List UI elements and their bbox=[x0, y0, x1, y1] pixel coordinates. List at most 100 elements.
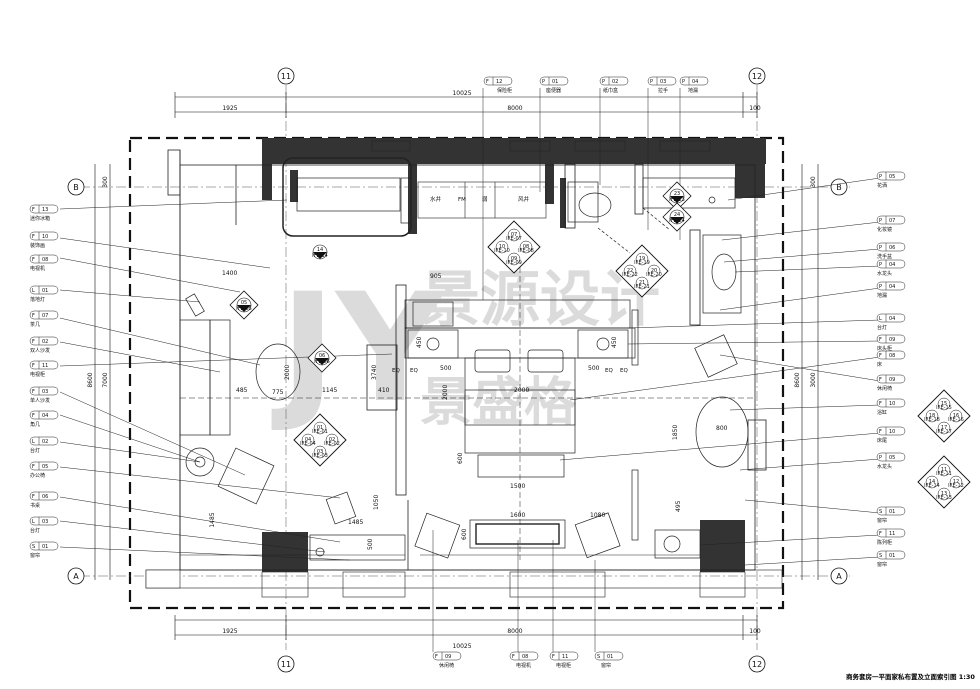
index-group: 11 IFE-11 14 IFE-14 12 IFE-12 13 IFE-13 bbox=[917, 455, 971, 509]
svg-text:IFE-05: IFE-05 bbox=[236, 306, 252, 312]
svg-text:IFE-22: IFE-22 bbox=[622, 272, 638, 278]
top-tag: P 03 拉手 bbox=[647, 76, 677, 94]
dim-right-a: 3000 bbox=[810, 372, 817, 387]
right-tag: F 08 床 bbox=[876, 350, 906, 368]
top-label-text: 地漏 bbox=[688, 87, 698, 94]
svg-text:IFE-14: IFE-14 bbox=[924, 483, 940, 489]
svg-text:08: 08 bbox=[523, 244, 529, 250]
top-tag: P 04 地漏 bbox=[679, 76, 709, 94]
svg-text:IFE-01: IFE-01 bbox=[312, 429, 328, 435]
svg-text:20: 20 bbox=[651, 268, 657, 274]
svg-text:P: P bbox=[650, 79, 653, 85]
index-group: 19 IFE-19 22 IFE-22 20 IFE-20 21 IFE-21 bbox=[615, 244, 669, 298]
index-groups: 07 IFE-07 10 IFE-10 08 IFE-08 09 IFE-09 … bbox=[293, 220, 971, 509]
svg-text:13: 13 bbox=[941, 491, 947, 497]
svg-text:P: P bbox=[879, 262, 882, 268]
bottom-tag: F 09 休闲椅 bbox=[432, 651, 462, 669]
index-marker: 05 IFE-05 bbox=[229, 290, 259, 320]
dim-1600: 1600 bbox=[510, 512, 525, 519]
svg-text:14: 14 bbox=[317, 247, 323, 253]
bottom-leaders bbox=[432, 530, 596, 652]
right-area bbox=[631, 309, 749, 559]
right-label-text: 窗帘 bbox=[877, 561, 887, 568]
svg-text:15: 15 bbox=[941, 401, 947, 407]
right-label-text: 花洒 bbox=[877, 182, 887, 189]
svg-text:F: F bbox=[879, 377, 882, 383]
dim-top-mid: 8000 bbox=[507, 105, 522, 112]
svg-text:11: 11 bbox=[889, 531, 895, 537]
dim-bottom-right: 100 bbox=[749, 628, 761, 635]
dim-2000c: 2000 bbox=[284, 365, 291, 380]
left-tag: L 01 落地灯 bbox=[29, 285, 59, 303]
right-leaders bbox=[559, 177, 881, 566]
svg-text:05: 05 bbox=[889, 455, 895, 461]
svg-text:06: 06 bbox=[42, 494, 48, 500]
svg-text:IFE-04: IFE-04 bbox=[300, 441, 316, 447]
svg-text:04: 04 bbox=[42, 413, 48, 419]
bottom-label-text: 电视机 bbox=[516, 662, 531, 669]
index-marker: 23 IFE-23 bbox=[662, 181, 692, 211]
dim-bottom-left: 1925 bbox=[222, 628, 237, 635]
right-tag: S 01 窗帘 bbox=[876, 550, 906, 568]
svg-text:F: F bbox=[32, 494, 35, 500]
room-eq1: EQ bbox=[392, 368, 400, 374]
svg-text:F: F bbox=[32, 389, 35, 395]
axis-bottom-left: 11 bbox=[281, 660, 291, 669]
svg-text:07: 07 bbox=[511, 232, 517, 238]
svg-text:04: 04 bbox=[889, 284, 895, 290]
svg-text:P: P bbox=[542, 79, 545, 85]
dim-left-total: 8600 bbox=[87, 372, 94, 387]
svg-text:03: 03 bbox=[660, 79, 666, 85]
left-tag: F 06 书桌 bbox=[29, 491, 59, 509]
right-tags: P 05 花洒 P 07 化妆镜 P 06 洗手盆 P 04 水龙头 bbox=[876, 171, 906, 568]
index-marker: 24 IFE-24 bbox=[662, 202, 692, 232]
svg-text:IFE-02: IFE-02 bbox=[324, 441, 340, 447]
svg-text:L: L bbox=[879, 316, 882, 322]
svg-text:01: 01 bbox=[607, 654, 613, 660]
svg-text:IFE-14: IFE-14 bbox=[312, 253, 328, 259]
top-tag: F 12 保险柜 bbox=[483, 76, 513, 94]
svg-text:01: 01 bbox=[42, 288, 48, 294]
left-tag: F 13 迷你冰箱 bbox=[29, 204, 59, 222]
svg-text:04: 04 bbox=[305, 437, 311, 443]
room-air: 风井 bbox=[518, 195, 530, 203]
svg-text:IFE-21: IFE-21 bbox=[634, 284, 650, 290]
left-label-text: 办公椅 bbox=[30, 472, 45, 479]
svg-text:02: 02 bbox=[42, 339, 48, 345]
dim-500b: 500 bbox=[588, 365, 600, 372]
dim-1485b: 1485 bbox=[348, 519, 363, 526]
right-label-text: 水龙头 bbox=[877, 463, 892, 470]
svg-text:F: F bbox=[32, 313, 35, 319]
bottom-tag: F 11 电视柜 bbox=[549, 651, 579, 669]
svg-text:IFE-20: IFE-20 bbox=[646, 272, 662, 278]
right-tag: P 04 地漏 bbox=[876, 281, 906, 299]
axis-bottom-right: 12 bbox=[752, 660, 762, 669]
svg-text:11: 11 bbox=[941, 467, 947, 473]
svg-text:F: F bbox=[879, 531, 882, 537]
svg-text:S: S bbox=[597, 654, 600, 660]
index-markers: 05 IFE-05 06 IFE-06 14 IFE-14 23 IFE-23 bbox=[229, 181, 692, 373]
dimension-lines bbox=[94, 92, 819, 640]
right-label-text: 洗手盆 bbox=[877, 253, 892, 260]
dim-410: 410 bbox=[378, 387, 390, 394]
dim-bottom-mid: 8000 bbox=[507, 628, 522, 635]
index-group: 07 IFE-07 10 IFE-10 08 IFE-08 09 IFE-09 bbox=[487, 220, 541, 274]
left-label-text: 电视柜 bbox=[30, 371, 45, 378]
svg-text:18: 18 bbox=[929, 413, 935, 419]
svg-text:IFE-11: IFE-11 bbox=[936, 471, 952, 477]
svg-text:01: 01 bbox=[552, 79, 558, 85]
dim-450b: 450 bbox=[611, 336, 618, 348]
bottom-label-text: 电视柜 bbox=[556, 662, 571, 669]
svg-text:S: S bbox=[32, 544, 35, 550]
svg-text:01: 01 bbox=[889, 553, 895, 559]
left-tag: F 05 办公椅 bbox=[29, 461, 59, 479]
svg-text:F: F bbox=[32, 363, 35, 369]
svg-text:05: 05 bbox=[889, 174, 895, 180]
axis-bubbles: 11 12 11 12 B A B A bbox=[67, 67, 848, 673]
index-group: 15 IFE-15 18 IFE-18 16 IFE-16 17 IFE-17 bbox=[917, 389, 971, 443]
top-label-text: 座便器 bbox=[546, 87, 561, 94]
left-tag: F 08 电视机 bbox=[29, 254, 59, 272]
svg-text:F: F bbox=[879, 353, 882, 359]
axis-top-right: 12 bbox=[752, 72, 762, 81]
right-tag: P 04 水龙头 bbox=[876, 259, 906, 277]
